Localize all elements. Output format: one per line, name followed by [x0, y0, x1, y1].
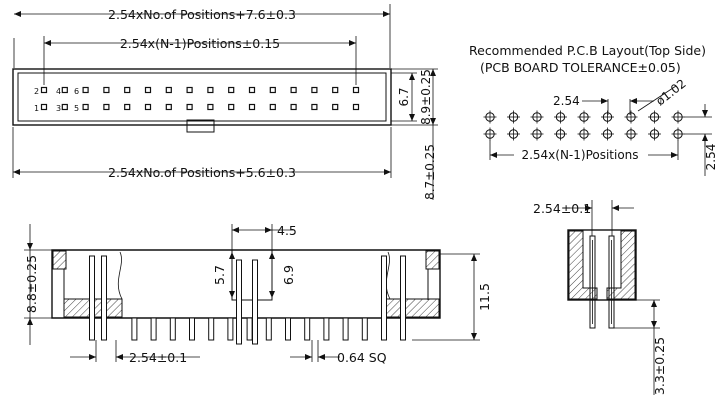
- top-view: 2.54xNo.of Positions+7.6±0.3 2.54x(N-1)P…: [12, 4, 438, 200]
- pin-square: [186, 103, 193, 111]
- pin-square: [207, 86, 214, 94]
- pin-tail: [208, 317, 215, 341]
- pin-tail: [342, 317, 349, 341]
- pin-label-2: 2: [34, 87, 39, 96]
- pin-square: [61, 86, 68, 94]
- dim-slot-inner-label: 6.9: [281, 265, 296, 285]
- pin-square: [40, 103, 48, 111]
- pcb-dim-pitch-h: 2.54: [553, 94, 580, 108]
- pin-square: [352, 103, 360, 111]
- pin-square: [228, 103, 235, 111]
- pin-square: [186, 86, 193, 94]
- pin-tail: [150, 317, 157, 341]
- pin-square: [290, 103, 297, 111]
- pin-tall: [236, 259, 242, 345]
- dim-pin-square-label: 0.64 SQ: [337, 350, 387, 365]
- pin-square: [165, 103, 172, 111]
- pin-square: [352, 86, 360, 94]
- pin-label-1: 1: [34, 104, 39, 113]
- pin-square: [269, 103, 276, 111]
- dim-pitch-span-label: 2.54x(N-1)Positions±0.15: [120, 36, 280, 51]
- pin-tall: [400, 255, 406, 341]
- pcb-dim-pitch-v: 2.54: [704, 144, 718, 171]
- pin-square: [124, 86, 131, 94]
- pin-square: [103, 86, 110, 94]
- pin-tall: [381, 255, 387, 341]
- pcb-layout: Recommended P.C.B Layout(Top Side) (PCB …: [469, 43, 718, 176]
- pin-tall: [101, 255, 107, 341]
- pin-tall: [89, 255, 95, 341]
- dim-height-outer-label: 8.9±0.25: [419, 69, 433, 125]
- pin-tail: [285, 317, 291, 341]
- pin-square: [165, 86, 172, 94]
- pin-square: [332, 86, 339, 94]
- pin-square: [124, 103, 131, 111]
- dim-slot-depth-label: 5.7: [212, 265, 227, 285]
- top-pin-grid: [40, 86, 360, 111]
- dim-front-height-label: 8.8±0.25: [24, 255, 39, 313]
- dim-total-height-label: 11.5: [477, 283, 492, 311]
- dim-slot-width-label: 4.5: [277, 223, 297, 238]
- pin-tail: [246, 317, 253, 341]
- pin-square: [269, 86, 276, 94]
- pin-square: [40, 86, 48, 94]
- front-pin-row: [89, 255, 406, 345]
- pcb-title-line1: Recommended P.C.B Layout(Top Side): [469, 43, 706, 58]
- pin-square: [311, 103, 318, 111]
- pin-square: [144, 86, 152, 94]
- pin-square: [144, 103, 152, 111]
- dim-row-pitch-label: 2.54±0.1: [533, 201, 591, 216]
- front-view: 4.5 5.7 6.9 8.8±0.25 11.5 2.54±0.1 0.64 …: [24, 223, 492, 365]
- pin-square: [228, 86, 235, 94]
- pin-tail: [361, 317, 368, 341]
- pin-square: [311, 86, 318, 94]
- pin-square: [61, 103, 68, 111]
- pcb-dim-hole: ø1.02: [653, 76, 688, 108]
- pin-square: [248, 103, 256, 111]
- dim-overall-label: 2.54xNo.of Positions+7.6±0.3: [108, 7, 296, 22]
- pin-label-3: 3: [56, 104, 61, 113]
- pin-square: [82, 86, 89, 94]
- pin-tail: [323, 317, 330, 341]
- pin-label-6: 6: [74, 87, 79, 96]
- dim-body-label: 2.54xNo.of Positions+5.6±0.3: [108, 165, 296, 180]
- pin-square: [82, 103, 89, 111]
- pin-tail: [265, 317, 272, 341]
- pin-tall: [252, 259, 258, 345]
- dim-height-inner-label: 6.7: [397, 87, 411, 106]
- pin-label-5: 5: [74, 104, 79, 113]
- pcb-dim-span: 2.54x(N-1)Positions: [521, 148, 638, 162]
- pin-square: [290, 86, 297, 94]
- pin-tail: [169, 317, 176, 341]
- pcb-title-line2: (PCB BOARD TOLERANCE±0.05): [480, 60, 681, 75]
- pin-tail: [304, 317, 311, 341]
- dim-pitch-label: 2.54±0.1: [129, 350, 187, 365]
- dim-height-total-label: 8.7±0.25: [423, 144, 437, 200]
- pin-label-4: 4: [56, 87, 61, 96]
- pin-square: [207, 103, 214, 111]
- pcb-hole-grid: [483, 110, 685, 141]
- side-view: 2.54±0.1 3.3±0.25: [533, 200, 667, 395]
- pin-tail: [131, 317, 138, 341]
- pin-square: [248, 86, 256, 94]
- pin-square: [332, 103, 339, 111]
- dim-pin-tail-label: 3.3±0.25: [652, 337, 667, 395]
- pin-tail: [189, 317, 195, 341]
- pin-tail: [227, 317, 234, 341]
- pin-square: [103, 103, 110, 111]
